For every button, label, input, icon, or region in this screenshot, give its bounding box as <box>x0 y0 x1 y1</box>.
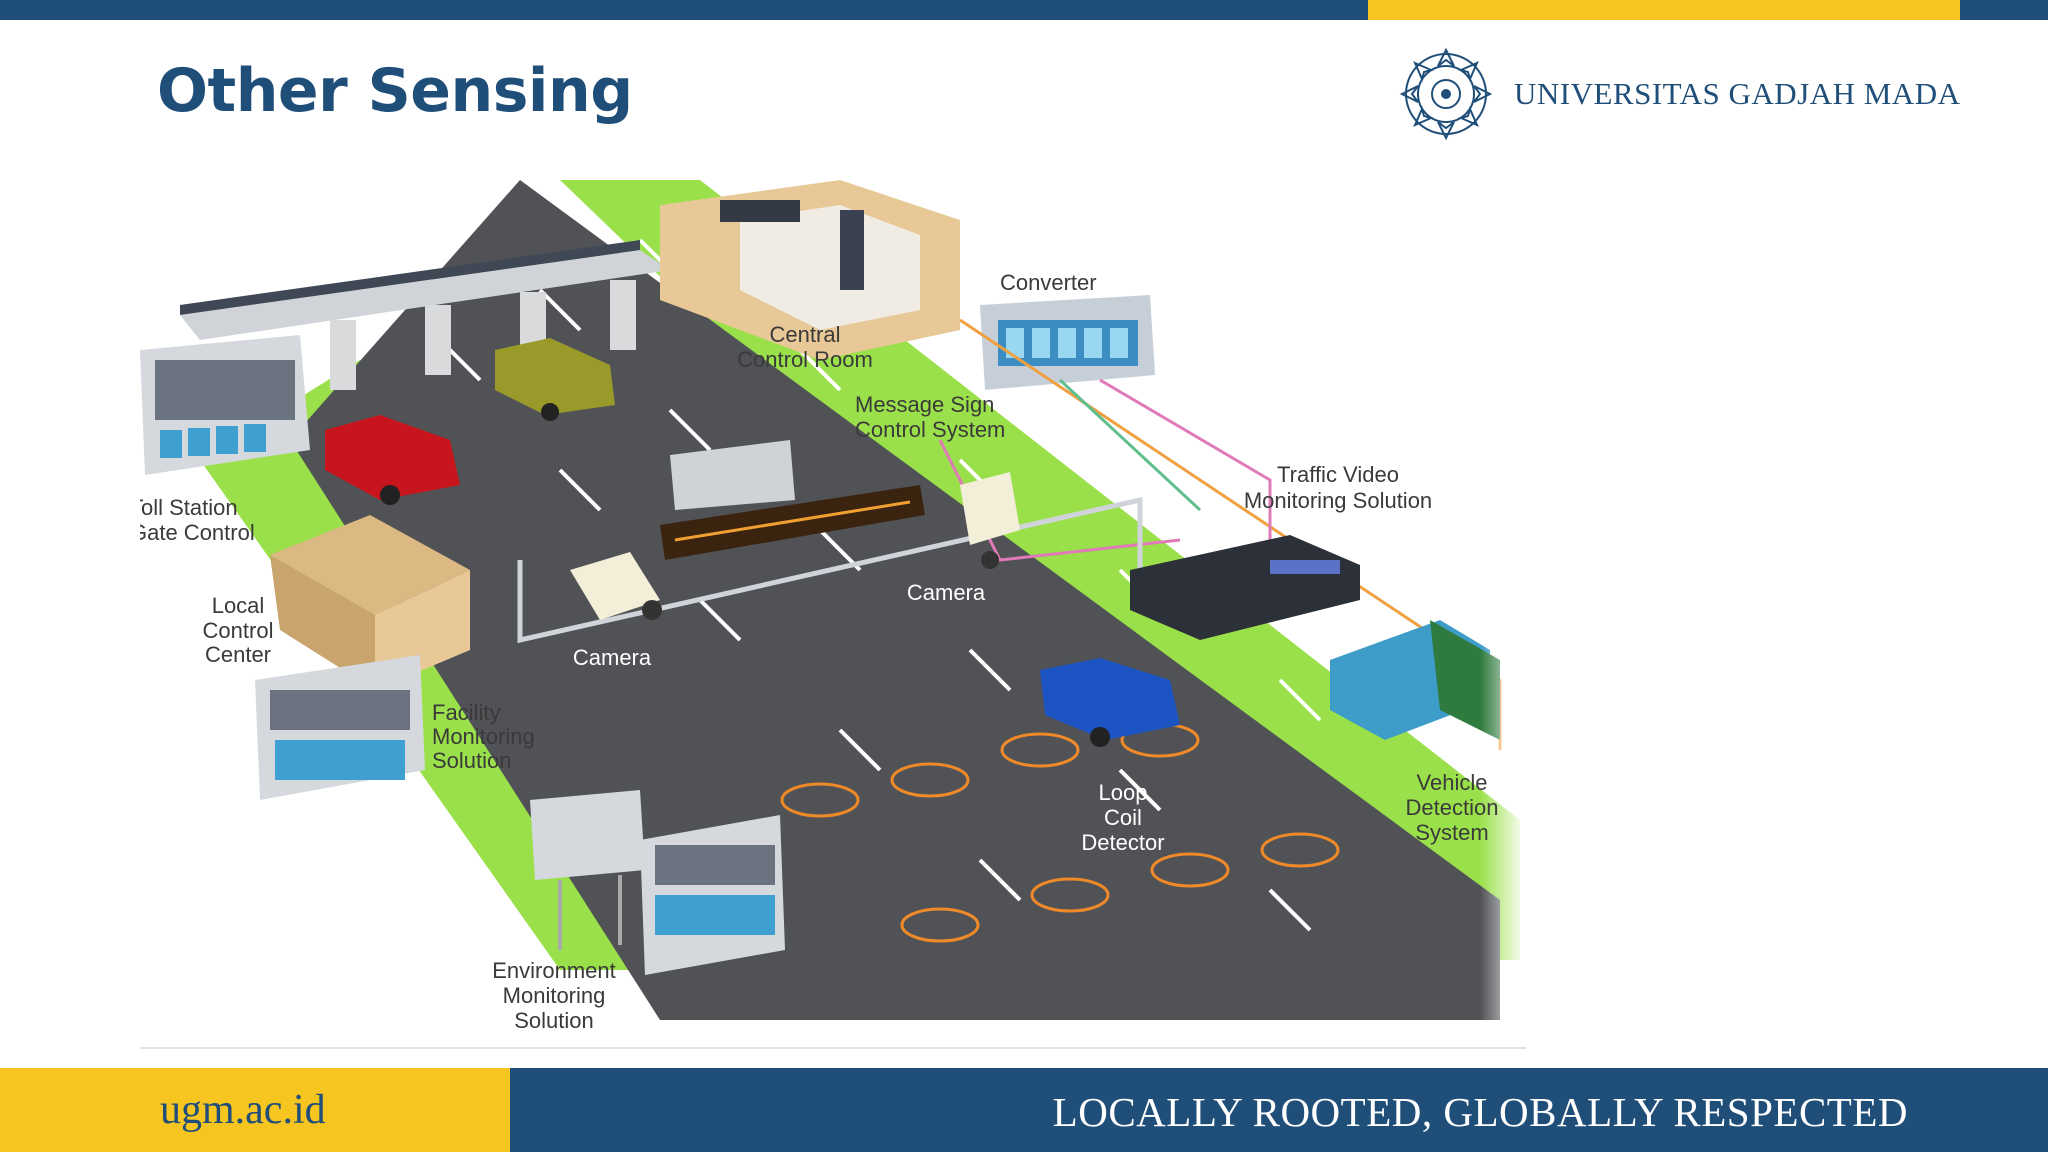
label-facility-3: Solution <box>432 748 512 773</box>
top-accent-bar <box>0 0 2048 20</box>
label-toll-station-1: Toll Station <box>140 495 238 520</box>
camera-right <box>960 472 1020 569</box>
ugm-seal-icon <box>1398 46 1494 142</box>
blue-car <box>1040 658 1180 747</box>
footer-url: ugm.ac.id <box>160 1087 326 1133</box>
footer-slogan: LOCALLY ROOTED, GLOBALLY RESPECTED <box>1052 1089 1908 1135</box>
loop-coils <box>780 722 1340 943</box>
label-loop-1: Loop <box>1099 780 1148 805</box>
university-name: UNIVERSITAS GADJAH MADA <box>1514 76 1961 111</box>
label-local-control-3: Center <box>205 642 271 667</box>
label-central-control-1: Central <box>770 322 841 347</box>
label-converter: Converter <box>1000 270 1097 295</box>
label-toll-station-2: Gate Control <box>140 520 255 545</box>
red-car <box>325 415 460 505</box>
top-bar-navy-segment <box>0 0 1368 20</box>
label-loop-3: Detector <box>1081 830 1164 855</box>
toll-canopy <box>180 250 670 340</box>
olive-car <box>495 338 615 421</box>
label-environment-1: Environment <box>492 958 616 983</box>
label-vehicle-detection-2: Detection <box>1406 795 1499 820</box>
environment-station <box>530 790 785 975</box>
label-environment-3: Solution <box>514 1008 594 1033</box>
label-local-control-1: Local <box>212 593 265 618</box>
label-camera-left: Camera <box>573 645 652 670</box>
its-toll-road-diagram: Converter Central Control Room Message S… <box>140 180 1526 1050</box>
vehicle-detection-system <box>1330 620 1500 740</box>
converter-box <box>980 295 1155 390</box>
footer-right-panel <box>510 1068 2048 1152</box>
label-local-control-2: Control <box>203 618 274 643</box>
slide-title: Other Sensing <box>157 56 633 126</box>
label-traffic-video-1: Traffic Video <box>1277 462 1399 487</box>
message-sign-gantry <box>517 440 1143 644</box>
top-bar-gold-segment <box>1368 0 1960 20</box>
video-monitoring-unit <box>1130 535 1360 640</box>
label-loop-2: Coil <box>1104 805 1142 830</box>
label-camera-right: Camera <box>907 580 986 605</box>
label-message-sign-1: Message Sign <box>855 392 994 417</box>
facility-cabinet <box>255 655 425 800</box>
label-vehicle-detection-1: Vehicle <box>1417 770 1488 795</box>
label-message-sign-2: Control System <box>855 417 1005 442</box>
label-facility-2: Monitoring <box>432 724 535 749</box>
footer-left-panel <box>0 1068 510 1152</box>
label-environment-2: Monitoring <box>503 983 606 1008</box>
label-vehicle-detection-3: System <box>1415 820 1488 845</box>
top-bar-navy-end-segment <box>1960 0 2048 20</box>
toll-station-cabinet <box>140 335 310 475</box>
camera-left <box>570 552 662 620</box>
label-facility-1: Facility <box>432 700 500 725</box>
label-central-control-2: Control Room <box>737 347 873 372</box>
label-traffic-video-2: Monitoring Solution <box>1244 488 1432 513</box>
